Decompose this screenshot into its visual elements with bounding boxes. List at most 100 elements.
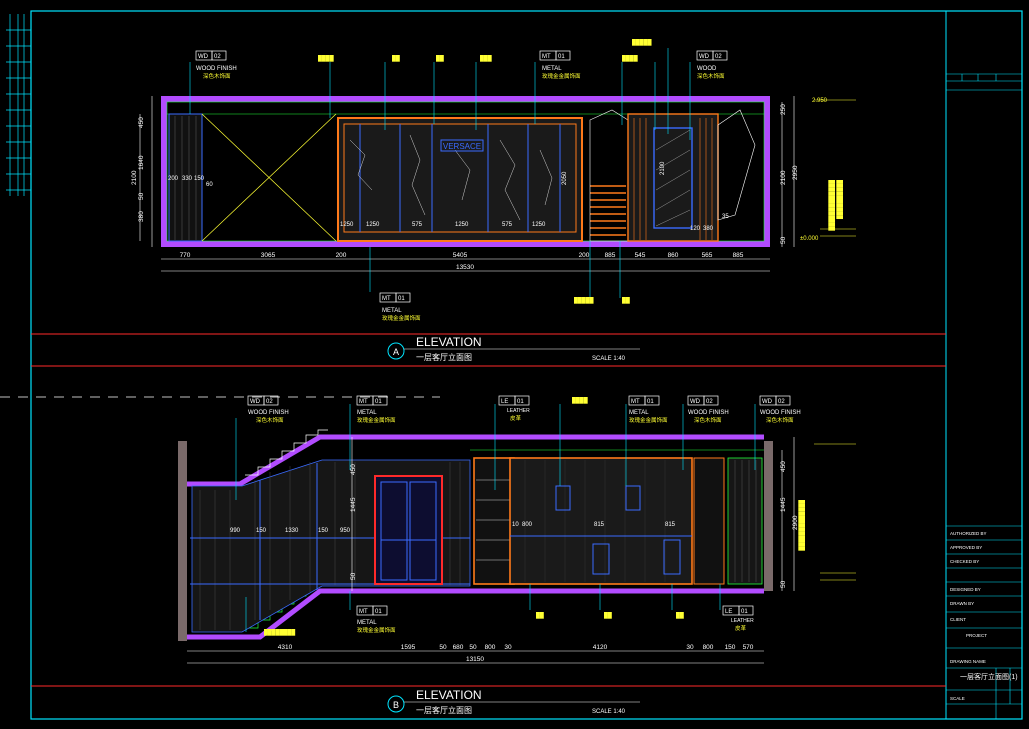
- dim-label: 60: [206, 182, 213, 188]
- dim-label: 5405: [453, 252, 468, 259]
- tag-code: WD: [198, 54, 209, 60]
- dim-label: 4310: [278, 644, 293, 651]
- dim-label: 35: [722, 214, 729, 220]
- wood-column: [693, 457, 725, 585]
- dim-label: 2950: [792, 165, 799, 180]
- title-block-label: DRAWN BY: [950, 601, 974, 606]
- svg-text:█████: █████: [574, 297, 594, 304]
- door: [374, 475, 443, 585]
- elevation-a: VERSACE 770 3065 200 5405: [131, 39, 856, 362]
- dim-label: 150: [318, 528, 329, 534]
- level-mark: ±0.000: [800, 236, 819, 242]
- dim-label: 50: [350, 572, 357, 580]
- tag-code: MT: [382, 296, 391, 302]
- stair-profile: [245, 429, 328, 476]
- dim-label: 800: [485, 644, 496, 651]
- dim-label: 1595: [401, 644, 416, 651]
- material-tag: LE 01 LEATHER 皮革: [722, 605, 754, 632]
- tag-line2: 玫瑰金金属饰面: [542, 72, 581, 80]
- dim-label: 450: [780, 461, 787, 472]
- dim-label: 800: [522, 522, 533, 528]
- svg-text:██: ██: [622, 297, 630, 304]
- dim-label: 10: [512, 522, 519, 528]
- svg-text:██: ██: [436, 55, 444, 62]
- tag-line2: 深色木饰面: [697, 72, 725, 80]
- elevation-marker: [387, 342, 405, 360]
- tag-code: WD: [762, 399, 773, 405]
- elevation-marker-label: B: [393, 700, 399, 710]
- material-tag: MT 01 METAL 玫瑰金金属饰面: [539, 50, 581, 80]
- dim-label: 120: [690, 226, 701, 232]
- title-block-label: CHECKED BY: [950, 559, 979, 564]
- tag-line1: WOOD FINISH: [688, 410, 729, 416]
- tv-wall-panel: [337, 117, 583, 242]
- dim-label: 950: [340, 528, 351, 534]
- material-tag: LE 01 LEATHER 皮革: [498, 395, 530, 422]
- revision-strip: [6, 14, 32, 196]
- elevation-title: ELEVATION: [416, 335, 482, 349]
- tag-code: LE: [725, 609, 732, 615]
- svg-text:██: ██: [536, 612, 544, 619]
- tag-code: LE: [501, 399, 508, 405]
- tag-num: 01: [558, 54, 565, 60]
- tag-line1: METAL: [382, 308, 402, 314]
- tag-code: MT: [359, 399, 368, 405]
- dim-label: 800: [703, 644, 714, 651]
- dim-label: 770: [180, 252, 191, 259]
- tag-line1: LEATHER: [731, 618, 754, 624]
- tag-num: 02: [715, 54, 722, 60]
- tag-code: MT: [631, 399, 640, 405]
- elevation-subtitle: 一层客厅立面图: [416, 705, 472, 715]
- material-tag: MT 01 METAL 玫瑰金金属饰面: [379, 292, 421, 322]
- material-tag: MT 01 METAL 玫瑰金金属饰面: [628, 395, 668, 424]
- svg-text:██: ██: [676, 612, 684, 619]
- tag-num: 01: [741, 609, 748, 615]
- svg-text:██: ██: [604, 612, 612, 619]
- left-wall-hatch: [178, 441, 187, 641]
- tag-num: 01: [647, 399, 654, 405]
- tag-line1: LEATHER: [507, 408, 530, 414]
- tag-num: 01: [398, 296, 405, 302]
- material-tag: MT 01 METAL 玫瑰金金属饰面: [356, 605, 396, 634]
- dim-label: 50: [439, 644, 447, 651]
- dim-label: 885: [605, 252, 616, 259]
- elevation-title: ELEVATION: [416, 688, 482, 702]
- tag-line1: WOOD FINISH: [760, 410, 801, 416]
- dim-label: 200: [336, 252, 347, 259]
- stair-treads: [590, 185, 626, 236]
- title-block: [946, 73, 1022, 719]
- material-tag: WD 02 WOOD FINISH 深色木饰面: [195, 50, 237, 80]
- note-text: █████████████: [798, 500, 805, 551]
- material-tag: WD 02 WOOD 深色木饰面: [696, 50, 728, 80]
- dim-label: 380: [138, 211, 145, 222]
- note-text: ██████████: [836, 180, 843, 219]
- dim-label: 150: [725, 644, 736, 651]
- feature-wall: [509, 457, 693, 585]
- tag-line1: METAL: [357, 410, 377, 416]
- dim-label: 30: [686, 644, 694, 651]
- tag-code: MT: [542, 54, 551, 60]
- right-wall: [764, 96, 770, 247]
- title-block-label: AUTHORIZED BY: [950, 531, 987, 536]
- tag-code: WD: [699, 54, 710, 60]
- tag-num: 01: [375, 609, 382, 615]
- dim-label: 450: [350, 464, 357, 475]
- right-wall-hatch: [764, 441, 773, 591]
- tag-code: WD: [690, 399, 701, 405]
- dim-label: 990: [230, 528, 241, 534]
- dim-label: 680: [453, 644, 464, 651]
- material-tag: MT 01 METAL 玫瑰金金属饰面: [356, 395, 396, 424]
- svg-text:███: ███: [480, 55, 492, 62]
- tag-num: 02: [706, 399, 713, 405]
- left-wall: [161, 96, 167, 247]
- shelf-unit: [473, 457, 515, 585]
- tag-num: 02: [214, 54, 221, 60]
- screen-text: VERSACE: [443, 142, 481, 151]
- title-block-label: DESIGNED BY: [950, 587, 981, 592]
- dim-label: 150: [194, 176, 205, 182]
- tag-line2: 深色木饰面: [256, 416, 284, 424]
- elevation-subtitle: 一层客厅立面图: [416, 352, 472, 362]
- dim-label: 2100: [131, 170, 138, 185]
- tag-code: MT: [359, 609, 368, 615]
